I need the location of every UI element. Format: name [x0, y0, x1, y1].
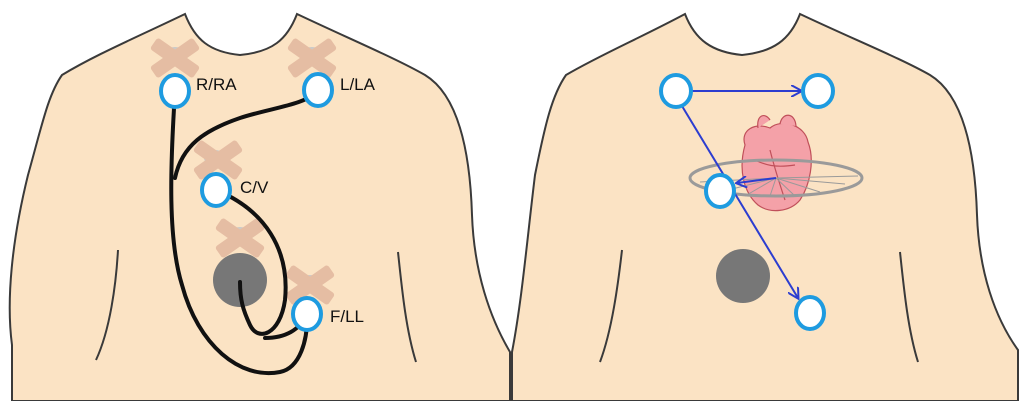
torso-body-left: [8, 12, 511, 402]
tape-la: [286, 37, 338, 79]
armpit-line-right-2: [599, 249, 623, 363]
left-torso: [8, 12, 511, 402]
lead-wires: [169, 89, 320, 376]
reference-disc-right: [716, 249, 770, 303]
vector-chest: [737, 178, 777, 183]
electrode-ra-2: [659, 73, 693, 109]
tape-ll: [284, 264, 336, 306]
lead-vectors: [681, 91, 801, 298]
wire-la: [173, 89, 320, 180]
electrode-cv: [200, 172, 232, 208]
tape-disc: [214, 217, 266, 259]
tape-cv: [192, 139, 244, 181]
electrode-ll-2: [794, 295, 826, 331]
vector-lead-ii: [681, 105, 798, 298]
electrodes-right: [659, 73, 835, 331]
tape-ra: [149, 37, 201, 79]
heart-illustration: [741, 114, 812, 212]
electrode-la: [302, 72, 334, 108]
wire-cv: [214, 188, 288, 336]
electrode-la-2: [801, 73, 835, 109]
electrode-ra: [159, 73, 191, 109]
label-ll: F/LL: [330, 307, 364, 326]
electrode-labels: R/RA L/LA C/V F/LL: [196, 75, 376, 326]
electrode-tapes-left: [149, 37, 338, 306]
armpit-line-left: [397, 251, 417, 363]
wire-ra: [169, 90, 310, 376]
label-ra: R/RA: [196, 75, 237, 94]
electrodes-left: [159, 72, 334, 332]
electrode-cv-2: [704, 173, 736, 209]
label-cv: C/V: [240, 178, 269, 197]
armpit-line-left-2: [899, 251, 919, 363]
label-la: L/LA: [340, 75, 376, 94]
armpit-line-right: [95, 249, 119, 361]
electrode-ll: [291, 296, 323, 332]
